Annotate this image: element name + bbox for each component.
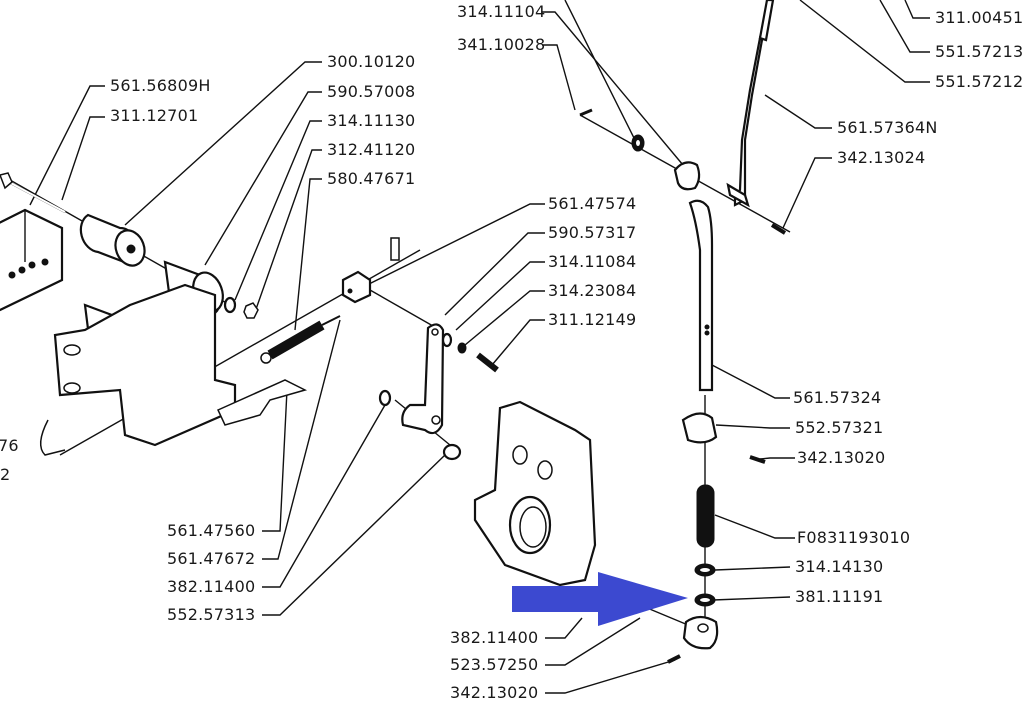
leader-314-11104-b [564, 0, 636, 141]
part-label-561-47574[interactable]: 561.47574 [548, 194, 637, 213]
lever-arm-part [378, 323, 499, 461]
part-label-551-57212[interactable]: 551.57212 [935, 72, 1024, 91]
part-label-561-57364N[interactable]: 561.57364N [837, 118, 938, 137]
part-label-312-41120[interactable]: 312.41120 [327, 140, 416, 159]
shift-rod-upper-part [726, 0, 775, 208]
bolt-part [0, 172, 66, 213]
part-label-F0831193010[interactable]: F0831193010 [797, 528, 911, 547]
clamp-block-part [341, 237, 400, 304]
leader-314-23084 [464, 290, 545, 346]
leader-341-10028 [542, 44, 576, 111]
part-label-311-00451[interactable]: 311.00451 [935, 8, 1024, 27]
leader-311-00451 [904, 0, 930, 19]
leader-342-13020-b [545, 659, 676, 694]
part-label-342-13024[interactable]: 342.13024 [837, 148, 926, 167]
bushing-part-1 [79, 213, 146, 267]
part-label-590-57317[interactable]: 590.57317 [548, 223, 637, 242]
part-label-523-57250[interactable]: 523.57250 [450, 655, 539, 674]
part-label-561-57324[interactable]: 561.57324 [793, 388, 882, 407]
leader-F0831193010 [714, 514, 795, 539]
leader-lines [29, 0, 930, 694]
leader-300-10120 [124, 61, 322, 226]
leader-552-57313 [262, 454, 446, 616]
part-label-cutoff-2: 2 [0, 465, 11, 484]
leader-314-11104 [542, 11, 684, 166]
leader-551-57212 [799, 0, 930, 83]
leader-311-12701 [61, 116, 105, 201]
washer-nut-part [223, 296, 259, 319]
leader-314-14130 [714, 566, 791, 571]
leader-561-57364N [764, 94, 832, 129]
leader-552-57321 [715, 424, 790, 429]
leader-314-11130 [234, 120, 322, 301]
collar-part [681, 412, 766, 464]
part-label-342-13020-a[interactable]: 342.13020 [797, 448, 886, 467]
part-label-341-10028[interactable]: 341.10028 [457, 35, 546, 54]
part-label-381-11191[interactable]: 381.11191 [795, 587, 884, 606]
leader-561-57324 [711, 364, 790, 399]
mounting-bracket-part [53, 283, 237, 447]
highlight-arrow [512, 572, 688, 626]
part-label-590-57008[interactable]: 590.57008 [327, 82, 416, 101]
part-label-552-57313[interactable]: 552.57313 [167, 605, 256, 624]
part-label-314-14130[interactable]: 314.14130 [795, 557, 884, 576]
leader-580-47671 [294, 178, 322, 331]
leader-381-11191 [712, 596, 791, 601]
part-label-552-57321[interactable]: 552.57321 [795, 418, 884, 437]
part-label-314-11084[interactable]: 314.11084 [548, 252, 637, 271]
leader-561-47560 [262, 389, 288, 532]
part-label-311-12149[interactable]: 311.12149 [548, 310, 637, 329]
leader-311-12149 [491, 319, 545, 366]
part-label-314-11130[interactable]: 314.11130 [327, 111, 416, 130]
leader-314-11084 [455, 261, 545, 331]
gearbox-housing-part [473, 400, 597, 587]
leader-590-57317 [444, 232, 545, 316]
leader-523-57250 [545, 617, 641, 666]
part-label-300-10120[interactable]: 300.10120 [327, 52, 416, 71]
shift-rod-lower-part [688, 199, 714, 392]
pivot-joint-part [579, 108, 787, 235]
part-label-342-13020-b[interactable]: 342.13020 [450, 683, 539, 702]
washer-part-381-11191 [694, 593, 716, 607]
part-label-561-47560[interactable]: 561.47560 [167, 521, 256, 540]
swivel-joint-part [667, 615, 719, 664]
part-label-cutoff-76: 76 [0, 436, 19, 455]
leader-312-41120 [254, 149, 322, 313]
part-label-561-47672[interactable]: 561.47672 [167, 549, 256, 568]
leader-590-57008 [204, 91, 322, 266]
part-label-311-12701[interactable]: 311.12701 [110, 106, 199, 125]
part-label-382-11400-b[interactable]: 382.11400 [450, 628, 539, 647]
part-label-551-57213[interactable]: 551.57213 [935, 42, 1024, 61]
leader-342-13024 [782, 157, 832, 229]
washer-part-314-14130 [694, 563, 716, 577]
part-label-561-56809H[interactable]: 561.56809H [110, 76, 211, 95]
spring-part [696, 484, 715, 548]
part-label-382-11400-a[interactable]: 382.11400 [167, 577, 256, 596]
part-label-580-47671[interactable]: 580.47671 [327, 169, 416, 188]
part-label-314-23084[interactable]: 314.23084 [548, 281, 637, 300]
threaded-rod-part [260, 315, 341, 364]
leader-342-13020-a [759, 457, 795, 460]
part-label-314-11104[interactable]: 314.11104 [457, 2, 546, 21]
cable-end-part [39, 419, 66, 456]
leader-551-57213 [879, 0, 930, 53]
leader-382-11400-b [545, 617, 583, 639]
leader-382-11400-a [262, 404, 386, 588]
leader-561-47574 [366, 203, 545, 286]
leader-561-56809H [29, 85, 105, 206]
plate-part [216, 379, 308, 426]
leader-561-47672 [262, 319, 341, 560]
bracket-block-part [0, 208, 64, 312]
